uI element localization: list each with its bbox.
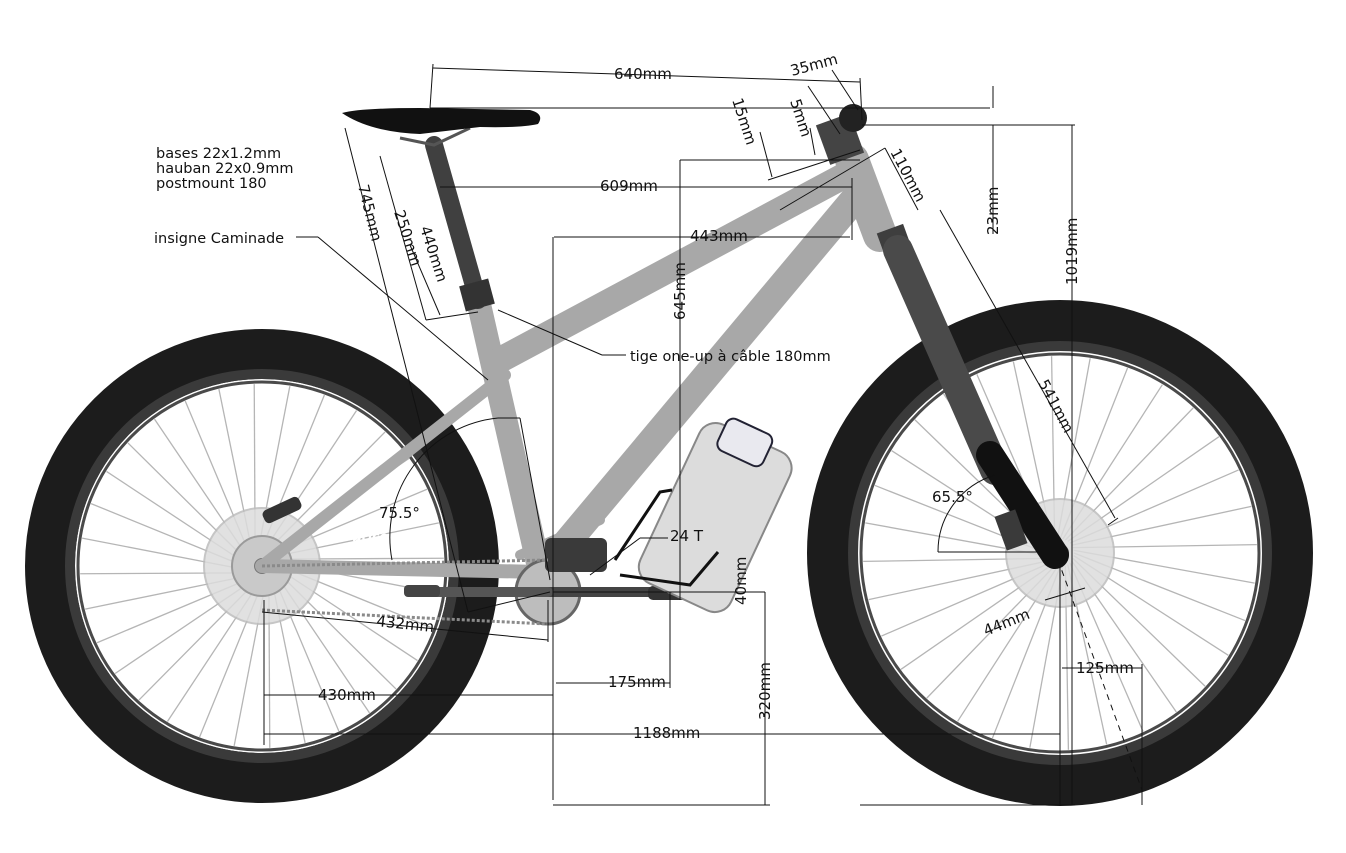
dim-44: 44mm: [981, 605, 1033, 640]
saddle: [342, 108, 541, 134]
dim-443: 443mm: [690, 227, 748, 245]
dim-125: 125mm: [1076, 659, 1134, 677]
dim-seat-angle: 75.5°: [379, 504, 420, 522]
dim-745: 745mm: [354, 183, 385, 243]
dim-23: 23mm: [984, 187, 1002, 235]
bottle-cage: [613, 488, 720, 587]
dim-40: 40mm: [732, 557, 750, 605]
note-chainstays: bases 22x1.2mm: [156, 146, 281, 162]
note-seatstays: hauban 22x0.9mm: [156, 161, 294, 177]
dim-35: 35mm: [788, 50, 839, 80]
chainstay: [255, 559, 547, 579]
rear-caliper: [262, 496, 302, 524]
dim-609: 609mm: [600, 177, 658, 195]
dim-640: 640mm: [614, 65, 672, 83]
dim-head-angle: 65.5°: [932, 488, 973, 506]
seat-tube: [466, 288, 552, 584]
water-bottle: [613, 417, 793, 614]
dim-541: 541mm: [1034, 376, 1077, 436]
note-postmount: postmount 180: [156, 176, 267, 192]
brand-label: brice: [352, 530, 389, 545]
dim-1019: 1019mm: [1063, 218, 1081, 285]
seatstay: [256, 369, 511, 572]
top-tube: [487, 157, 868, 373]
stem: [815, 104, 867, 165]
dim-1188: 1188mm: [633, 724, 700, 742]
note-chainring: 24 T: [670, 527, 704, 545]
dim-5: 5mm: [786, 97, 815, 139]
dim-645: 645mm: [671, 262, 689, 320]
dim-320: 320mm: [756, 662, 774, 720]
dim-110: 110mm: [886, 145, 929, 205]
frame: [255, 143, 897, 584]
head-tube: [835, 143, 897, 252]
gearbox: [545, 538, 607, 572]
dim-430: 430mm: [318, 686, 376, 704]
note-badge: insigne Caminade: [154, 231, 284, 247]
dim-175: 175mm: [608, 673, 666, 691]
dim-432: 432mm: [376, 612, 435, 636]
down-tube: [534, 176, 876, 579]
fork: [876, 223, 1069, 569]
note-seatpost: tige one-up à câble 180mm: [630, 349, 831, 365]
dimension-lines: [261, 63, 1143, 806]
dim-15: 15mm: [728, 96, 760, 148]
seatpost: [399, 126, 495, 312]
